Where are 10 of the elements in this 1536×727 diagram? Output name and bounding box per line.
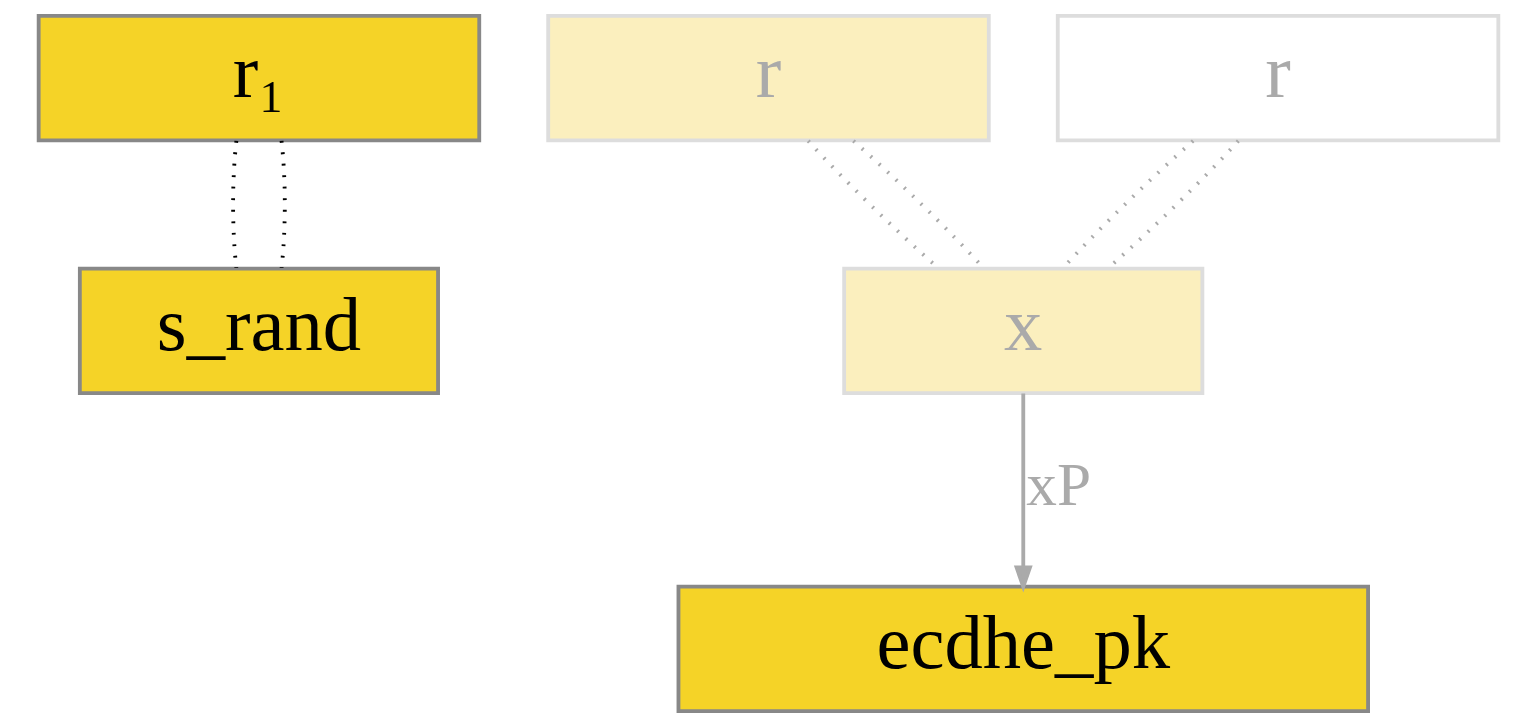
- node-box: x: [841, 266, 1204, 396]
- connector: [279, 140, 287, 269]
- node-box: r: [1055, 13, 1500, 143]
- edge-label: xP: [1025, 450, 1091, 519]
- node-box: r₁: [36, 13, 481, 143]
- connector: [230, 140, 238, 269]
- arrow: [1013, 393, 1033, 593]
- node-box: r: [545, 13, 991, 143]
- node-box: ecdhe_pk: [676, 584, 1370, 714]
- node-box: s_rand: [77, 266, 440, 396]
